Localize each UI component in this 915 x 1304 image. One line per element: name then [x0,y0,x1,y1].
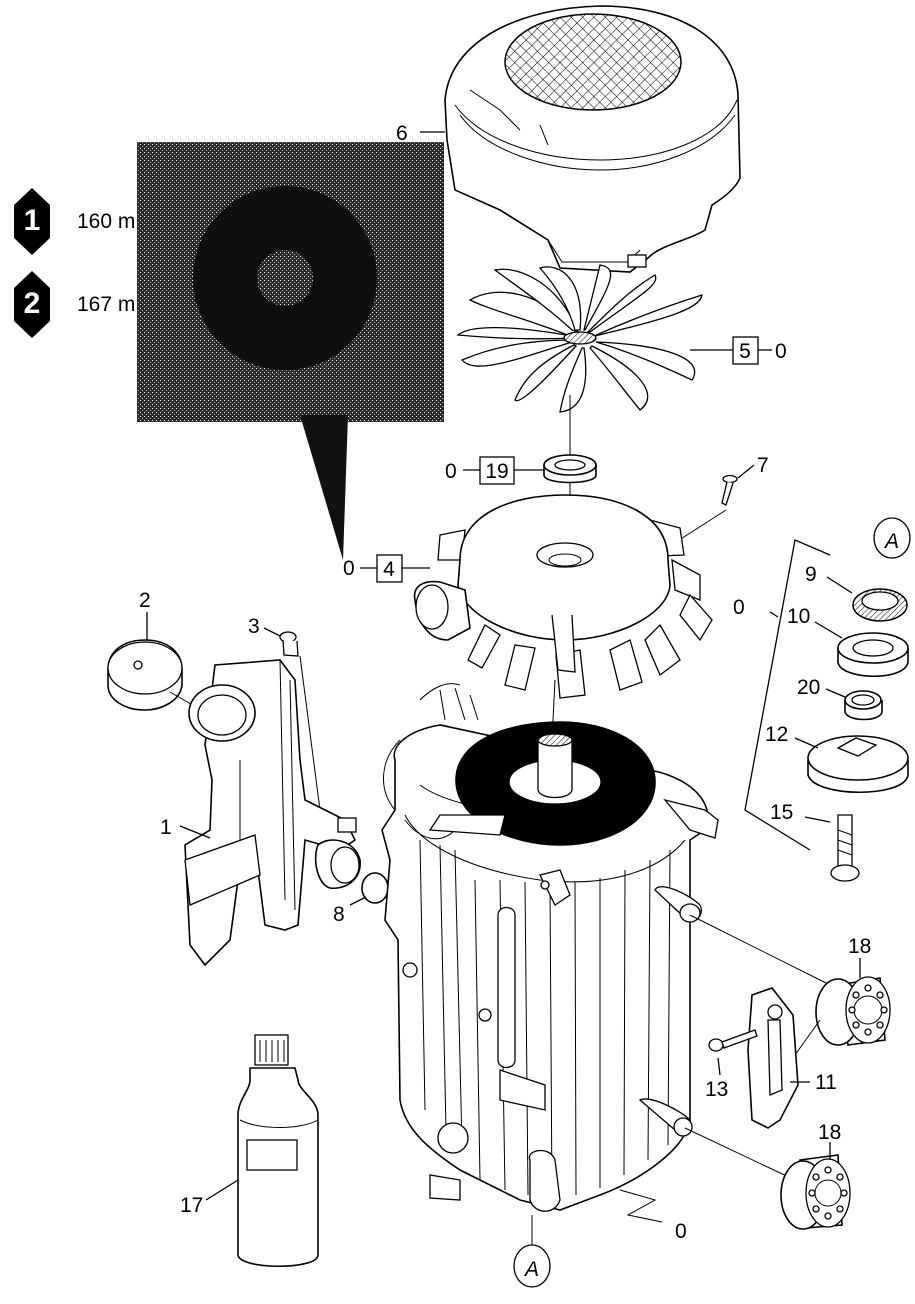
leader-10 [814,621,843,639]
plug-2-part [107,639,183,711]
callout-1-text: 160 m [77,210,135,233]
bolt-15-part [830,814,860,882]
seal-9-part [852,588,908,622]
label-12: 12 [765,723,788,746]
screw-13-part [708,1029,758,1052]
box-19 [479,456,515,485]
bearing-10-part [837,632,909,677]
label-4-zero: 0 [343,557,355,580]
damper-18a-part [815,976,891,1046]
label-bottom-zero: 0 [675,1220,687,1243]
label-3: 3 [248,615,260,638]
flange-12-part [807,735,909,794]
callout-2-text: 167 m [77,293,135,316]
leader-20 [825,688,846,698]
redacted-inset [137,142,444,560]
label-2: 2 [139,589,151,612]
screw-7-part [721,474,738,506]
fan-wheel-part [456,264,703,413]
detail-a-top-letter: A [883,530,899,553]
label-9: 9 [805,563,817,586]
label-4: 4 [383,558,395,581]
leader-8 [349,896,367,906]
label-13: 13 [705,1078,728,1101]
callout-1-number: 1 [24,204,41,237]
leader-7 [737,464,755,479]
callout-2-number: 2 [24,287,41,320]
label-8: 8 [333,903,345,926]
callout-1: 1 160 m [14,188,135,255]
oil-bottle-17-part [237,1034,319,1267]
label-5: 5 [739,340,751,363]
group-bracket [744,539,831,851]
label-11: 11 [815,1071,837,1094]
leader-9 [826,576,853,594]
label-6: 6 [396,122,408,145]
detail-a-bottom-letter: A [523,1258,539,1281]
bearing-19-part [543,454,597,484]
leader-15 [804,816,831,823]
motor-housing-part [381,683,719,1212]
detail-a-top: A [873,517,911,559]
label-5-zero: 0 [775,340,787,363]
housing-1-part [184,659,361,967]
leader-1 [179,825,211,839]
label-20: 20 [797,676,820,699]
leader-3 [263,627,281,637]
box-4 [376,554,403,583]
fan-cover-part [444,5,741,273]
callout-2: 2 167 m [14,271,135,338]
damper-18b-part [780,1154,851,1230]
label-19-zero: 0 [445,460,457,483]
label-17: 17 [180,1194,203,1217]
label-18b: 18 [818,1121,841,1144]
detail-a-bottom: A [513,1244,551,1288]
ring-20-part [844,690,883,721]
screw-3-part [279,631,299,657]
label-7: 7 [757,454,769,477]
end-shield-4-part [413,494,713,699]
clamp-11-part [747,987,799,1129]
label-15: 15 [770,801,793,824]
leader-12 [794,737,819,749]
leader-13 [717,1057,721,1076]
label-10: 10 [787,605,810,628]
label-18a: 18 [848,935,871,958]
label-group-zero: 0 [733,596,745,619]
leader-17 [205,1179,239,1201]
label-19: 19 [485,460,508,483]
oring-8-part [361,872,389,904]
label-1: 1 [160,816,172,839]
